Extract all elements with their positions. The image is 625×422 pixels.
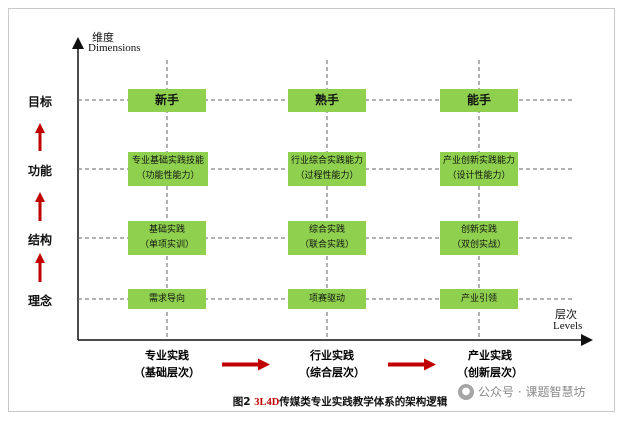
x-axis-label-en: Levels [553, 320, 583, 332]
level-sub: （综合层次） [299, 366, 365, 379]
box-line: 行业综合实践能力 [290, 156, 363, 166]
concept-box-demand: 需求导向 [128, 289, 206, 309]
box-line: （设计性能力） [447, 171, 511, 181]
box-line: 基础实践 [148, 225, 185, 235]
level-sector: 产业实践 （创新层次） [430, 347, 550, 381]
up-arrow-icon [35, 253, 45, 282]
level-sub: （创新层次） [457, 366, 523, 379]
watermark-text: 公众号 · 课题智慧坊 [478, 385, 586, 399]
box-line: （过程性能力） [295, 171, 359, 181]
function-box-basic: 专业基础实践技能 （功能性能力） [128, 152, 208, 186]
box-line: （单项实训） [139, 240, 194, 250]
structure-box-basic: 基础实践 （单项实训） [128, 221, 206, 255]
x-axis-label-cn: 层次 [555, 308, 577, 321]
caption-prefix: 图2 [232, 396, 255, 408]
figure-caption: 图2 3L4D传媒类专业实践教学体系的架构逻辑 [150, 394, 530, 409]
header-box-skilled: 熟手 [288, 89, 366, 112]
caption-accent: 3L4D [254, 397, 280, 408]
y-axis-label-en: Dimensions [88, 42, 141, 54]
structure-box-innovation: 创新实践 （双创实战） [440, 221, 518, 255]
concept-box-industry: 产业引领 [440, 289, 518, 309]
watermark: ● 公众号 · 课题智慧坊 [458, 383, 585, 400]
y-level-goal: 目标 [28, 95, 53, 109]
y-level-concept: 理念 [28, 294, 53, 308]
function-box-innovation: 产业创新实践能力 （设计性能力） [440, 152, 518, 186]
up-arrow-icon [35, 192, 45, 221]
right-arrow-icon [222, 358, 270, 371]
figure-frame [8, 8, 615, 412]
level-title: 产业实践 [468, 349, 512, 362]
header-box-expert: 能手 [440, 89, 518, 112]
y-level-function: 功能 [28, 164, 53, 178]
function-box-industry: 行业综合实践能力 （过程性能力） [288, 152, 366, 186]
box-line: 综合实践 [308, 225, 345, 235]
y-level-structure: 结构 [28, 233, 53, 247]
level-title: 行业实践 [310, 349, 354, 362]
concept-box-competition: 项赛驱动 [288, 289, 366, 309]
box-line: 专业基础实践技能 [131, 156, 204, 166]
level-title: 专业实践 [145, 349, 189, 362]
box-line: （双创实战） [451, 240, 506, 250]
up-arrow-icon [35, 123, 45, 151]
structure-box-comprehensive: 综合实践 （联合实践） [288, 221, 366, 255]
right-arrow-icon [388, 358, 436, 371]
box-line: 创新实践 [460, 225, 497, 235]
box-line: （功能性能力） [136, 171, 200, 181]
level-professional: 专业实践 （基础层次） [107, 347, 227, 381]
wechat-icon: ● [458, 383, 474, 400]
y-axis-label-cn: 维度 [92, 31, 114, 44]
caption-text: 传媒类专业实践教学体系的架构逻辑 [279, 396, 448, 408]
level-sub: （基础层次） [134, 366, 200, 379]
box-line: （联合实践） [299, 240, 354, 250]
header-box-novice: 新手 [128, 89, 206, 112]
level-industry: 行业实践 （综合层次） [272, 347, 392, 381]
box-line: 产业创新实践能力 [442, 156, 515, 166]
